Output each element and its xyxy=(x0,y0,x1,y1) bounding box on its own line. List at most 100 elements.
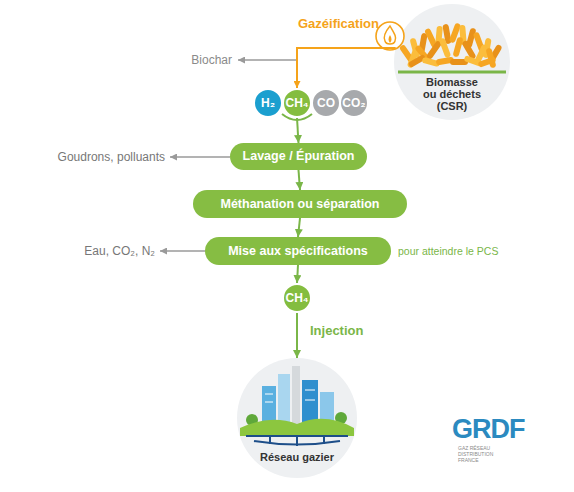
pellet-pile-part xyxy=(439,38,451,59)
pellet-pile-part xyxy=(407,48,419,69)
node-label: Mise aux spécifications xyxy=(206,244,390,259)
network-illustration-part xyxy=(270,436,324,446)
node-label: H₂ xyxy=(253,96,283,110)
output-arrow xyxy=(160,60,297,251)
gas-circle: H₂ xyxy=(253,88,283,118)
flame-icon-part xyxy=(389,35,392,43)
network-circle: Réseau gazier xyxy=(237,358,357,478)
node-label: Lavage / Épuration xyxy=(231,149,366,164)
note-label: pour atteindre le PCS xyxy=(398,245,528,258)
pellet-pile-part xyxy=(410,38,421,59)
pellet-pile-part xyxy=(486,48,497,69)
network-illustration-part xyxy=(292,366,300,426)
pellet-pile-part xyxy=(464,55,483,67)
gas-circle-fill xyxy=(283,89,311,117)
node-label: CO xyxy=(311,96,341,110)
node-label: Biomasse ou déchets (CSR) xyxy=(419,76,485,112)
gas-circle: CH₄ xyxy=(282,88,312,118)
pellet-pile-part xyxy=(398,71,506,74)
pellet-pile-part xyxy=(453,37,464,58)
output-label: Biochar xyxy=(150,53,232,67)
pellet-pile-part xyxy=(418,33,427,54)
network-circle-fill xyxy=(237,358,357,478)
pellet-pile-part xyxy=(399,44,415,64)
pellet-pile-part xyxy=(474,44,488,65)
network-illustration-part xyxy=(254,441,340,445)
flame-icon-part xyxy=(376,22,404,50)
pellet-pile-part xyxy=(426,40,442,60)
edge-label: Gazéification xyxy=(298,16,379,31)
output-label: Goudrons, polluants xyxy=(40,150,165,164)
gas-circle: CH₄ xyxy=(282,283,312,313)
gas-circle-fill xyxy=(283,284,311,312)
pellet-pile-part xyxy=(449,23,461,44)
network-illustration-part xyxy=(246,414,258,426)
network-illustration-part xyxy=(335,412,347,424)
flow-arrow xyxy=(297,118,299,143)
gas-circle: CO xyxy=(311,88,341,118)
network-illustration xyxy=(240,366,354,446)
edge-label: Injection xyxy=(310,323,363,338)
output-label: Eau, CO₂, N₂ xyxy=(55,244,155,258)
node-label: CH₄ xyxy=(282,96,312,110)
pellet-pile-part xyxy=(442,24,451,45)
flame-icon-part xyxy=(384,26,395,44)
pellet-pile xyxy=(398,23,506,72)
pellet-pile-part xyxy=(450,59,468,65)
pellet-pile-part xyxy=(459,25,467,45)
flow-arrow xyxy=(299,170,301,190)
network-illustration-part xyxy=(240,419,354,436)
pellet-pile-part xyxy=(478,56,497,68)
node-label: CO₂ xyxy=(339,96,369,110)
network-illustration-part xyxy=(320,392,334,426)
source-circle: Biomasse ou déchets (CSR) xyxy=(394,4,510,120)
gas-bracket-part xyxy=(282,114,312,120)
logo-subtitle: GAZ RÉSEAU DISTRIBUTION FRANCE xyxy=(458,445,510,463)
flame-icon xyxy=(376,22,404,50)
network-illustration-part xyxy=(265,394,273,395)
network-illustration-part xyxy=(305,400,315,401)
pellet-pile-part xyxy=(435,26,443,46)
network-illustration-part xyxy=(278,374,290,426)
pellet-pile-part xyxy=(487,44,502,64)
pellet-pile-part xyxy=(422,57,441,67)
pellet-pile-part xyxy=(482,38,491,59)
process-box-fill xyxy=(230,143,367,170)
source-circle-fill xyxy=(394,4,510,120)
process-box-fill xyxy=(193,190,407,218)
logo-text: GRDF xyxy=(452,414,532,444)
flow-arrow xyxy=(297,265,298,283)
pellet-pile-part xyxy=(461,40,476,60)
gas-circle-fill xyxy=(312,89,340,117)
pellet-pile-part xyxy=(473,32,485,53)
gas-bracket xyxy=(282,114,312,120)
output-arrow-part xyxy=(170,156,230,158)
pellet-pile-part xyxy=(436,56,455,65)
network-illustration-part xyxy=(246,435,348,437)
pellet-pile-part xyxy=(408,54,427,68)
node-label: CH₄ xyxy=(282,291,312,305)
network-illustration-part xyxy=(305,390,315,391)
flow-arrow xyxy=(297,48,396,88)
flow-arrow xyxy=(296,313,298,358)
pellet-pile-part xyxy=(414,44,431,63)
network-illustration-part xyxy=(302,380,318,426)
flow-arrow xyxy=(298,218,300,237)
gas-circle: CO₂ xyxy=(339,88,369,118)
pellet-pile-part xyxy=(466,28,477,49)
process-box-fill xyxy=(205,237,391,265)
network-illustration-part xyxy=(265,402,273,403)
node-label: Réseau gazier xyxy=(247,451,347,464)
network-illustration-part xyxy=(262,386,276,426)
gas-circle-fill xyxy=(340,89,368,117)
node-label: Méthanation ou séparation xyxy=(194,197,406,212)
pellet-pile-part xyxy=(424,28,438,49)
gas-circle-fill xyxy=(254,89,282,117)
process-box: Mise aux spécifications xyxy=(205,237,391,265)
process-box: Méthanation ou séparation xyxy=(193,190,407,218)
output-arrow-part xyxy=(238,59,297,61)
process-box: Lavage / Épuration xyxy=(230,143,367,170)
output-arrow-part xyxy=(160,250,205,252)
